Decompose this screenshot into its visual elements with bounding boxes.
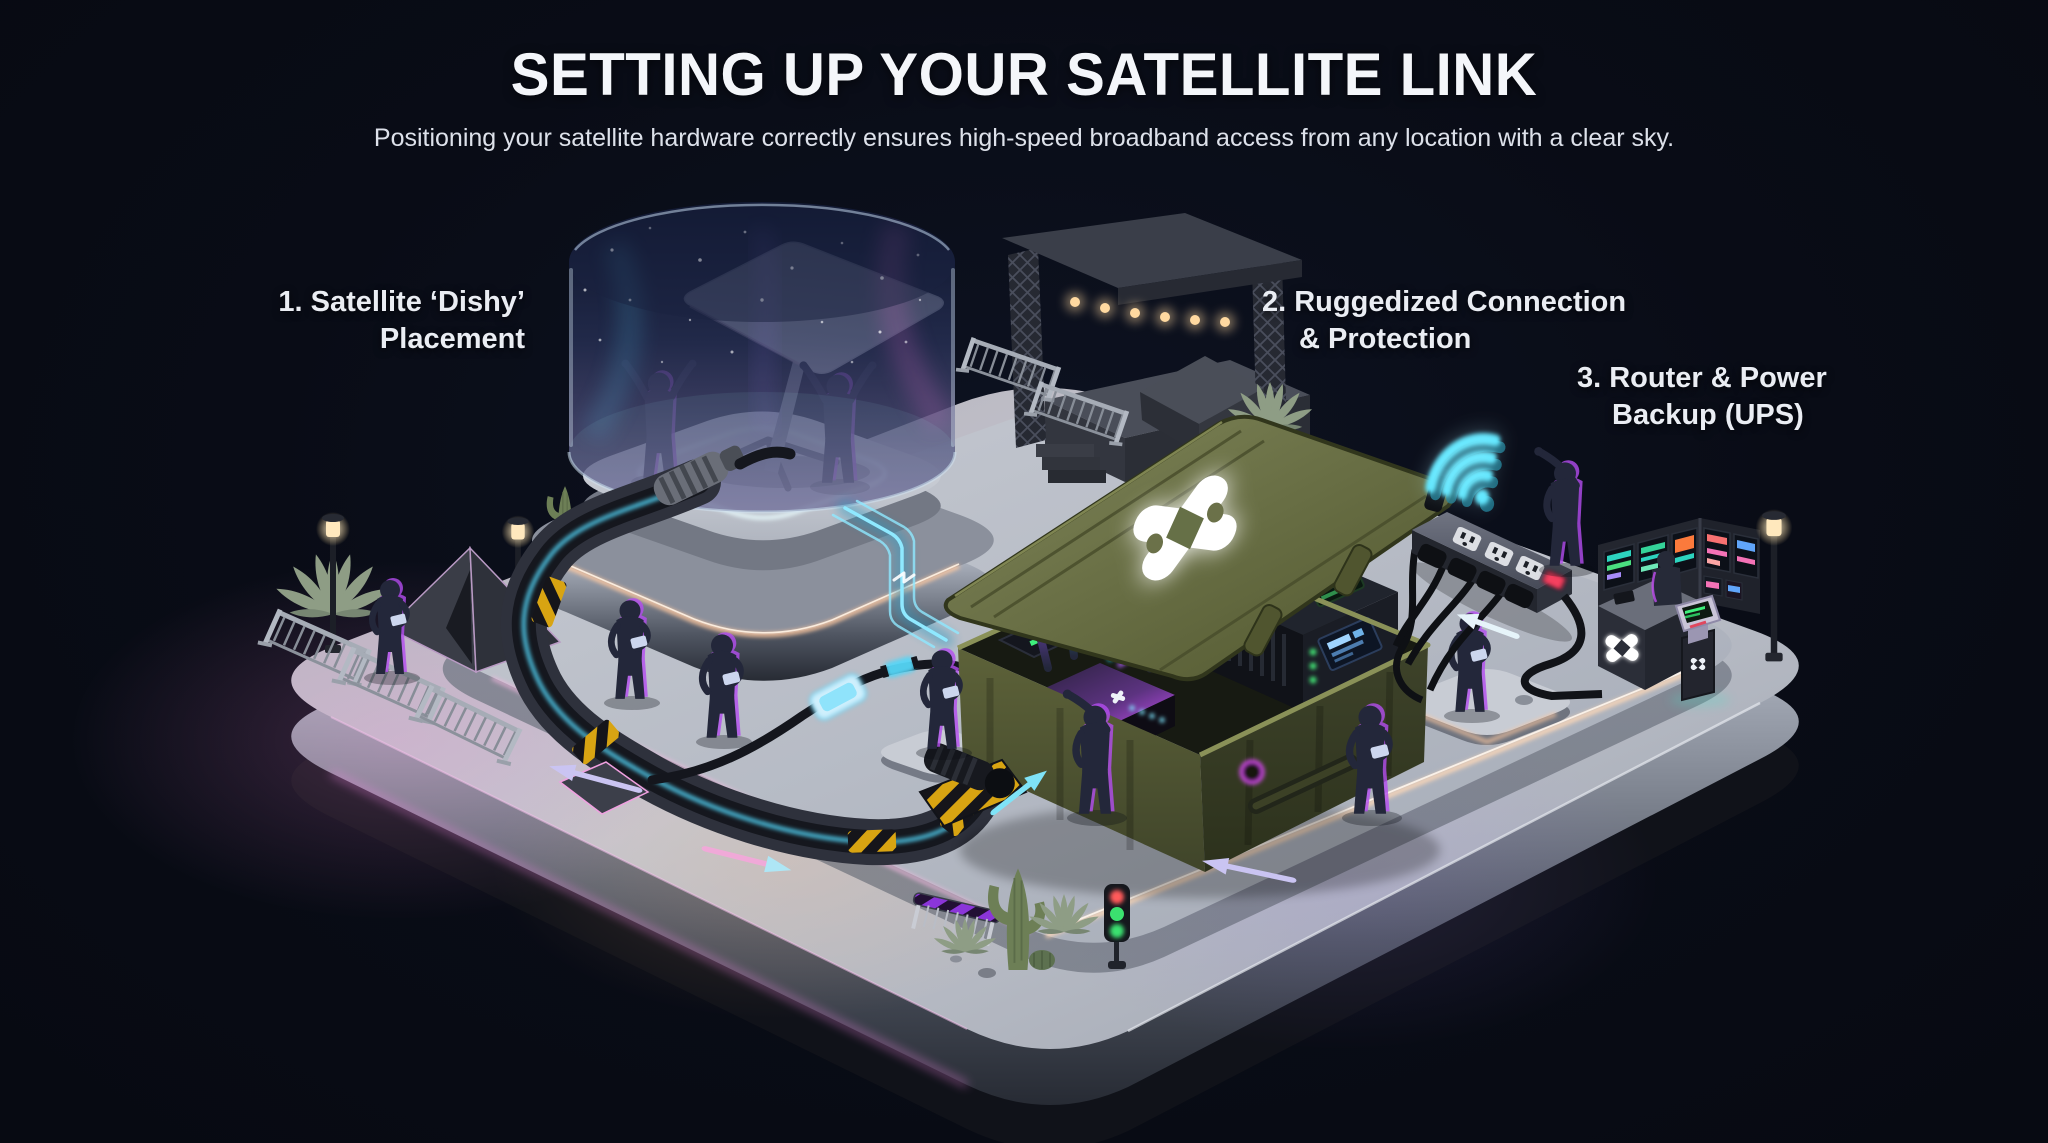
hazard-stripes (531, 576, 984, 853)
power-strip (1392, 467, 1603, 704)
step-2-line-2: & Protection (1299, 322, 1472, 355)
step-label-dishy-placement: 1. Satellite ‘Dishy’ Placement (278, 284, 525, 357)
header: SETTING UP YOUR SATELLITE LINK Positioni… (0, 40, 2048, 153)
power-switch (1542, 570, 1566, 590)
stage-spotlights (1065, 292, 1235, 332)
case-port (1239, 759, 1265, 785)
case-inlet-connector (918, 743, 1028, 828)
control-station (1598, 509, 1793, 707)
step-label-router-power-backup: 3. Router & Power Backup (UPS) (1577, 360, 1827, 433)
step-3-line-1: 3. Router & Power (1577, 362, 1827, 394)
cable-coupler-small (880, 655, 920, 679)
operator-figure (1651, 551, 1682, 606)
rock (950, 955, 962, 963)
lid-latch (1243, 604, 1283, 657)
monitor-screen (1603, 527, 1759, 601)
ups-lcd-display (1317, 617, 1383, 671)
rock (978, 968, 996, 978)
x-logo-icon (1122, 459, 1248, 597)
traffic-light-icon (1104, 884, 1130, 969)
main-cable-run (500, 445, 1017, 866)
arrow-icon (549, 613, 1520, 883)
glow-conduit (831, 499, 960, 649)
lid-latch (1333, 544, 1373, 597)
step-1-line-1: 1. Satellite ‘Dishy’ (278, 286, 525, 318)
step-3-line-2: Backup (UPS) (1612, 398, 1804, 431)
step-label-ruggedized-connection: 2. Ruggedized Connection & Protection (1262, 284, 1626, 357)
cable-coupler (809, 673, 867, 721)
neon-edge-pink (330, 771, 968, 1087)
kiosk-terminal (1670, 594, 1730, 707)
case-lid (943, 414, 1456, 682)
plug (1417, 543, 1534, 609)
technician-figure-pointing-wifi (1534, 447, 1584, 566)
glass-dome (567, 202, 957, 514)
barrel-cactus (1029, 950, 1055, 970)
step-1-line-2: Placement (379, 322, 525, 355)
x-logo-icon (1602, 631, 1642, 665)
outlet (1452, 526, 1545, 581)
rugged-case (918, 414, 1456, 898)
page-subtitle: Positioning your satellite hardware corr… (373, 124, 1675, 152)
strip-to-desk-cable (1520, 593, 1603, 701)
case-handle (1248, 754, 1358, 814)
step-2-line-1: 2. Ruggedized Connection (1262, 286, 1627, 318)
page-title: SETTING UP YOUR SATELLITE LINK (510, 41, 1538, 108)
